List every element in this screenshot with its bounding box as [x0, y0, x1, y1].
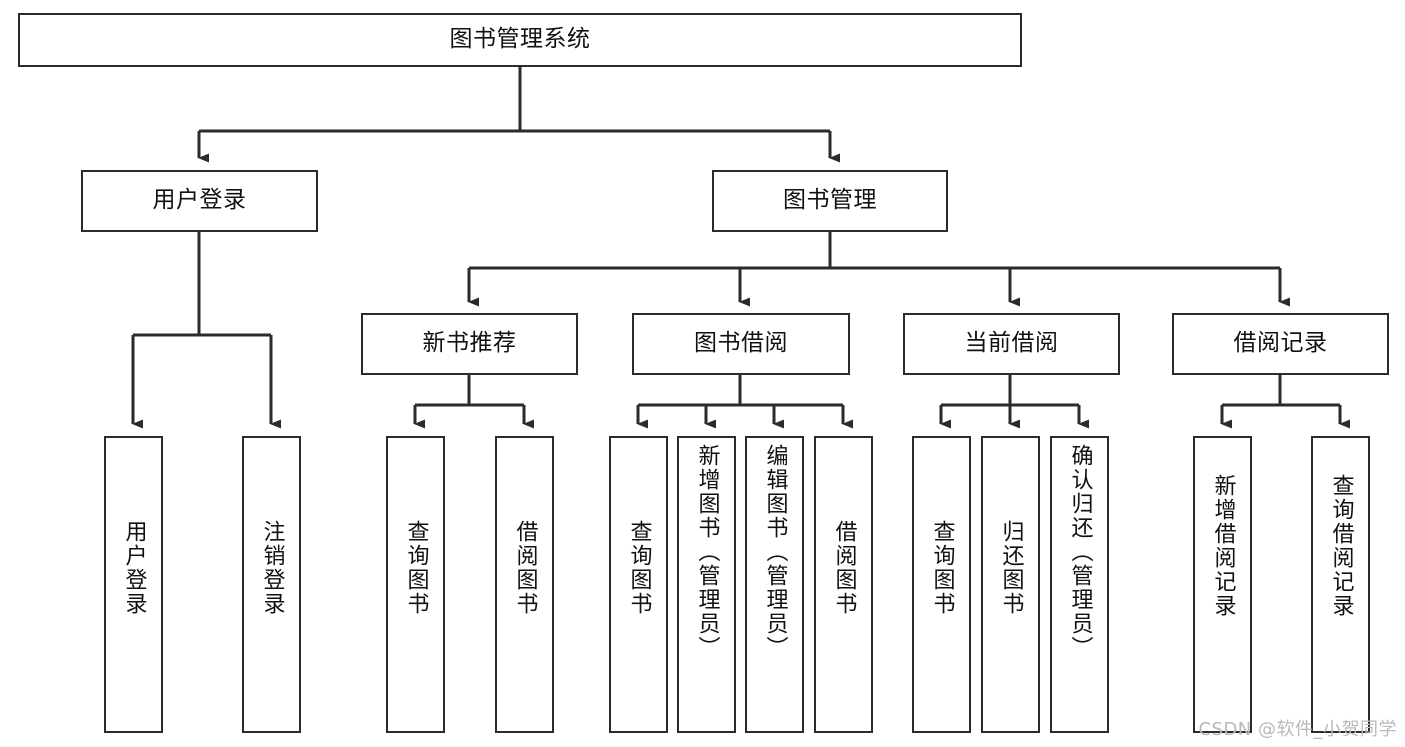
leaf-add-record[interactable]: 新增借阅记录 — [1193, 436, 1252, 733]
leaf-query-book-1[interactable]: 查询图书 — [386, 436, 445, 733]
leaf-edit-book[interactable]: 编辑图书（管理员） — [745, 436, 804, 733]
leaf-add-book-label: 新增图书（管理员） — [694, 444, 720, 660]
node-book-management[interactable]: 图书管理 — [712, 170, 948, 232]
node-book-borrow[interactable]: 图书借阅 — [632, 313, 850, 375]
leaf-query-record[interactable]: 查询借阅记录 — [1311, 436, 1370, 733]
node-borrow-record-label: 借阅记录 — [1233, 330, 1328, 357]
node-book-borrow-label: 图书借阅 — [694, 330, 788, 357]
leaf-logout-login-label: 注销登录 — [259, 520, 285, 616]
leaf-query-book-2-label: 查询图书 — [626, 520, 652, 616]
node-current-borrow[interactable]: 当前借阅 — [903, 313, 1120, 375]
node-user-login-label: 用户登录 — [152, 187, 247, 214]
node-current-borrow-label: 当前借阅 — [964, 330, 1059, 357]
leaf-query-book-2[interactable]: 查询图书 — [609, 436, 668, 733]
leaf-query-record-label: 查询借阅记录 — [1328, 474, 1354, 618]
leaf-confirm-return-label: 确认归还（管理员） — [1067, 444, 1093, 660]
leaf-add-book[interactable]: 新增图书（管理员） — [677, 436, 736, 733]
node-book-management-label: 图书管理 — [783, 187, 877, 214]
watermark: CSDN @软件_小贺同学 — [1198, 719, 1397, 740]
leaf-borrow-book-1-label: 借阅图书 — [512, 520, 538, 616]
leaf-user-login-label: 用户登录 — [121, 520, 147, 616]
leaf-confirm-return[interactable]: 确认归还（管理员） — [1050, 436, 1109, 733]
node-new-book-recommend[interactable]: 新书推荐 — [361, 313, 578, 375]
leaf-borrow-book-1[interactable]: 借阅图书 — [495, 436, 554, 733]
node-new-book-recommend-label: 新书推荐 — [422, 330, 517, 357]
leaf-edit-book-label: 编辑图书（管理员） — [762, 444, 788, 660]
leaf-query-book-3[interactable]: 查询图书 — [912, 436, 971, 733]
leaf-borrow-book-2-label: 借阅图书 — [831, 520, 857, 616]
leaf-return-book-label: 归还图书 — [998, 520, 1024, 616]
leaf-user-login[interactable]: 用户登录 — [104, 436, 163, 733]
leaf-query-book-3-label: 查询图书 — [929, 520, 955, 616]
node-borrow-record[interactable]: 借阅记录 — [1172, 313, 1389, 375]
leaf-query-book-1-label: 查询图书 — [403, 520, 429, 616]
leaf-borrow-book-2[interactable]: 借阅图书 — [814, 436, 873, 733]
node-root-label: 图书管理系统 — [449, 26, 591, 53]
leaf-add-record-label: 新增借阅记录 — [1210, 474, 1236, 618]
leaf-return-book[interactable]: 归还图书 — [981, 436, 1040, 733]
node-root[interactable]: 图书管理系统 — [18, 13, 1022, 67]
leaf-logout-login[interactable]: 注销登录 — [242, 436, 301, 733]
node-user-login[interactable]: 用户登录 — [81, 170, 318, 232]
